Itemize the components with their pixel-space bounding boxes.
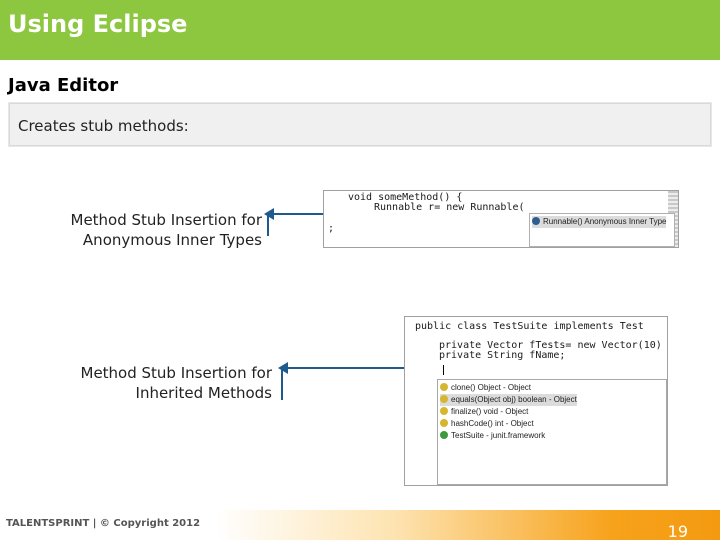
feature-label-anonymous-inner-types: Method Stub Insertion for Anonymous Inne… bbox=[70, 211, 263, 249]
title-bar: Using Eclipse bbox=[0, 0, 720, 60]
arrow-icon bbox=[278, 362, 404, 400]
footer-copyright: TALENTSPRINT | © Copyright 2012 bbox=[6, 518, 201, 529]
method-icon bbox=[440, 407, 448, 415]
callout-text: Creates stub methods: bbox=[18, 117, 189, 135]
page-number: 19 bbox=[667, 522, 688, 540]
feature-label-inherited-methods: Method Stub Insertion for Inherited Meth… bbox=[80, 364, 273, 402]
code-line: private String fName; bbox=[439, 350, 566, 361]
section-title: Java Editor bbox=[8, 75, 119, 96]
suggestion-item[interactable]: finalize() void - Object bbox=[440, 406, 528, 418]
code-line: Runnable r= new Runnable( bbox=[374, 202, 525, 213]
slide-title: Using Eclipse bbox=[8, 10, 188, 38]
code-line: ; bbox=[328, 223, 335, 234]
screenshot-inherited-methods: public class TestSuite implements Test p… bbox=[404, 316, 668, 486]
suggestion-item[interactable]: Runnable() Anonymous Inner Type bbox=[532, 216, 667, 228]
content-assist-popup: Runnable() Anonymous Inner Type bbox=[529, 213, 675, 247]
method-icon bbox=[440, 383, 448, 391]
code-line: void someMethod() { bbox=[348, 192, 463, 203]
code-line: private Vector fTests= new Vector(10) bbox=[439, 340, 662, 351]
method-icon bbox=[440, 395, 448, 403]
code-line: public class TestSuite implements Test bbox=[415, 321, 644, 332]
constructor-icon bbox=[440, 431, 448, 439]
suggestion-item[interactable]: clone() Object - Object bbox=[440, 382, 531, 394]
arrow-icon bbox=[264, 208, 324, 236]
callout-box: Creates stub methods: bbox=[9, 103, 711, 146]
content-assist-popup: clone() Object - Object equals(Object ob… bbox=[437, 379, 667, 485]
suggestion-item[interactable]: TestSuite - junit.framework bbox=[440, 430, 545, 442]
text-cursor bbox=[443, 365, 444, 375]
class-icon bbox=[532, 217, 540, 225]
method-icon bbox=[440, 419, 448, 427]
suggestion-item[interactable]: equals(Object obj) boolean - Object bbox=[440, 394, 577, 406]
screenshot-anonymous-inner-type: void someMethod() { Runnable r= new Runn… bbox=[323, 190, 679, 248]
suggestion-item[interactable]: hashCode() int - Object bbox=[440, 418, 534, 430]
footer-bar: TALENTSPRINT | © Copyright 2012 19 bbox=[0, 510, 720, 540]
